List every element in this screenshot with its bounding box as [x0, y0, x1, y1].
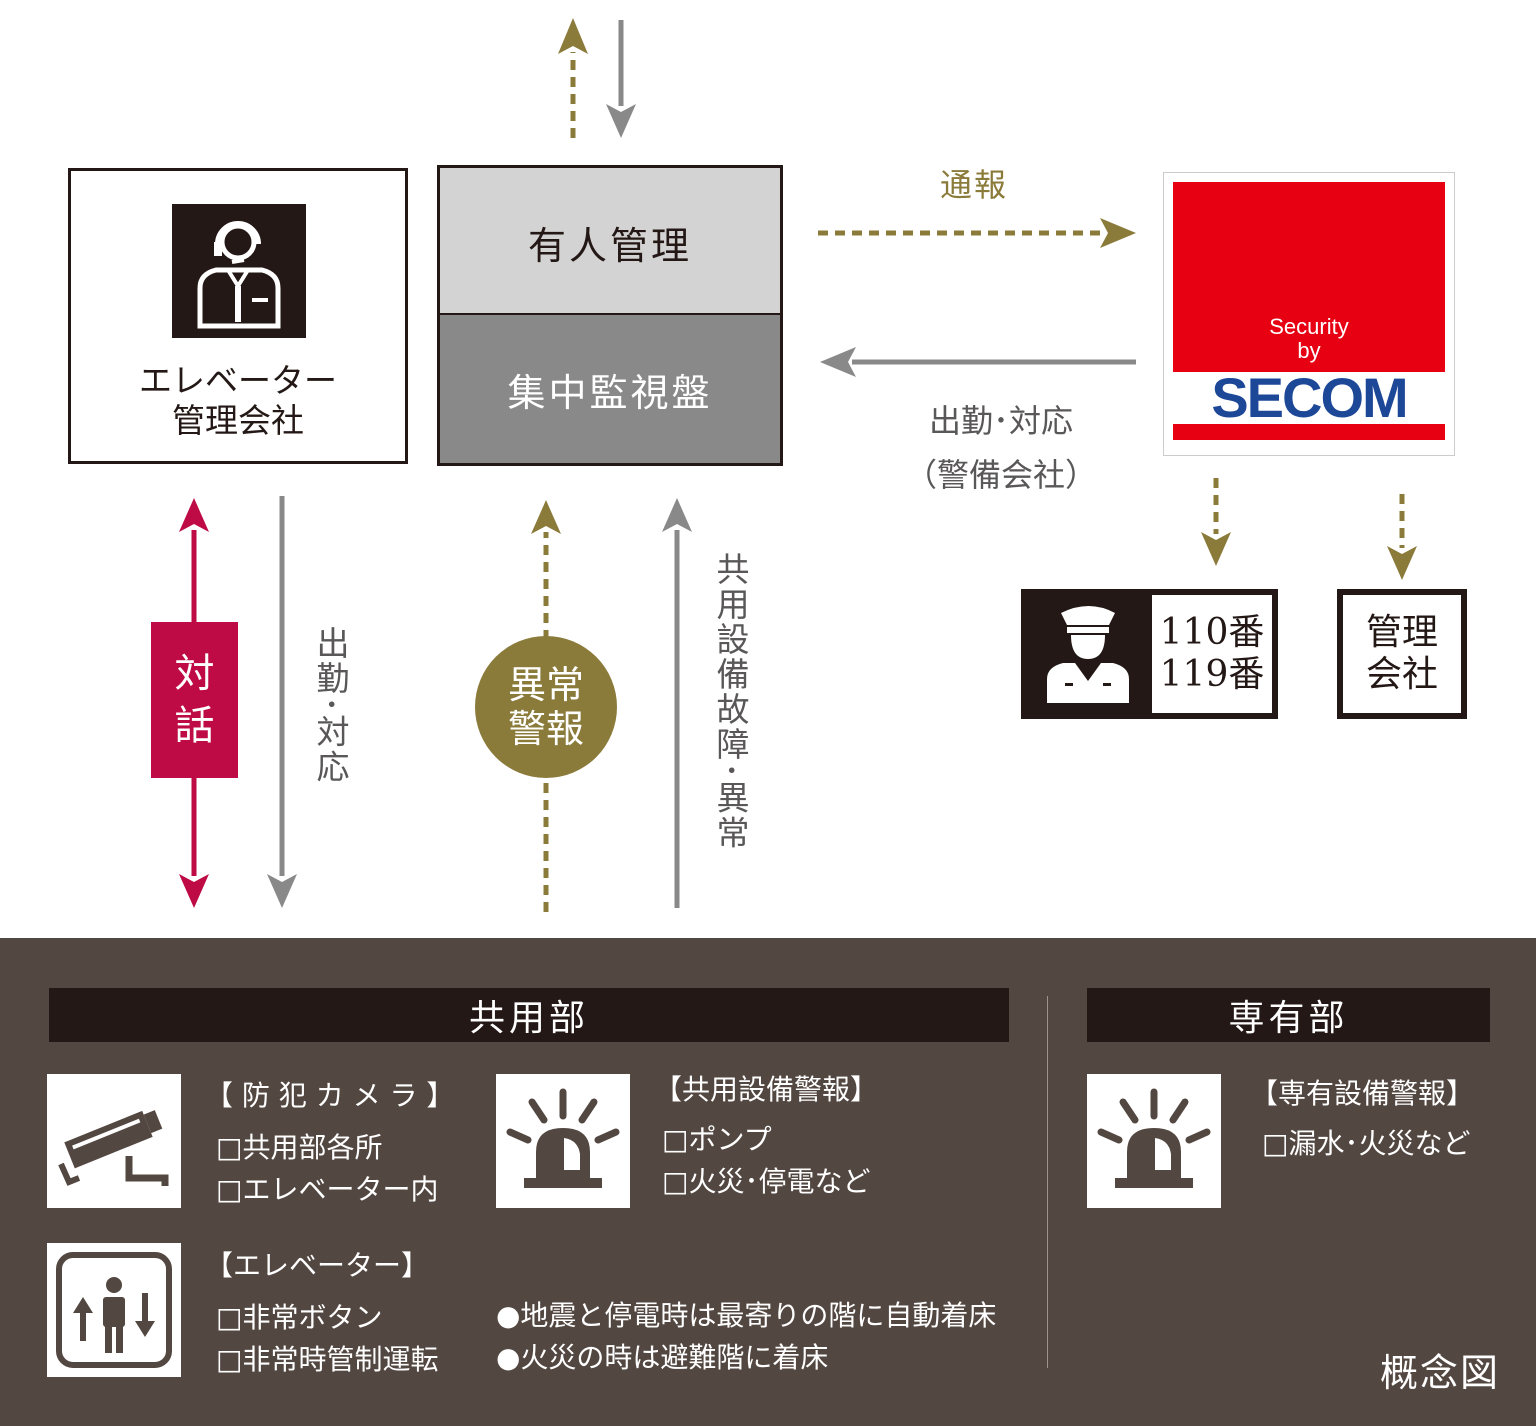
- secom-logo: Security by SECOM: [1163, 172, 1455, 456]
- alarm-light-icon: [1087, 1074, 1221, 1208]
- elevator-item: □非常時管制運転: [216, 1343, 439, 1376]
- private-alarm-heading: 【専有設備警報】: [1250, 1077, 1475, 1110]
- central-monitor-panel-box: 集中監視盤: [437, 313, 783, 466]
- private-area-title: 専有部: [1087, 988, 1490, 1042]
- security-camera-icon: [47, 1074, 181, 1208]
- police-officer-icon: [1029, 597, 1147, 711]
- concept-diagram-label: 概念図: [1379, 1351, 1500, 1395]
- equipment-panel: 共用部 専有部 【 防 犯 カ メ ラ 】 □共用部各所 □エレベーター内: [0, 938, 1536, 1426]
- abnormal-alarm-circle: 異常 警報: [475, 636, 617, 778]
- staffed-management-box: 有人管理: [437, 165, 783, 316]
- panel-divider: [1047, 996, 1048, 1368]
- elevator-note: ●火災の時は避難階に着床: [496, 1341, 829, 1374]
- common-area-title: 共用部: [49, 988, 1009, 1042]
- camera-item: □エレベーター内: [216, 1173, 439, 1206]
- equipment-fault-label: 共用設備故障･異常: [711, 552, 750, 851]
- secom-security-by-text: Security by: [1269, 314, 1349, 363]
- staffed-management-label: 有人管理: [527, 223, 692, 268]
- common-alarm-heading: 【共用設備警報】: [654, 1073, 879, 1106]
- police-fire-label: 110番 119番: [1152, 595, 1272, 713]
- common-alarm-item: □火災･停電など: [662, 1165, 871, 1198]
- elevator-icon: [47, 1243, 181, 1377]
- elevator-note: ●地震と停電時は最寄りの階に自動着床: [496, 1299, 997, 1332]
- common-alarm-item: □ポンプ: [662, 1123, 772, 1156]
- elevator-item: □非常ボタン: [216, 1301, 383, 1334]
- arrows-layer: [179, 18, 1417, 912]
- dispatch-security-label: 出勤･対応 （警備会社）: [905, 402, 1098, 494]
- elevator-company-box: エレベーター 管理会社: [68, 168, 408, 464]
- camera-heading: 【 防 犯 カ メ ラ 】: [205, 1079, 455, 1112]
- secom-white-band: [1173, 372, 1445, 424]
- camera-item: □共用部各所: [216, 1131, 383, 1164]
- secom-red-panel: Security by SECOM: [1173, 182, 1445, 440]
- secom-wordmark: SECOM: [1211, 366, 1408, 429]
- dialog-label-box: 対 話: [151, 622, 238, 778]
- notify-label: 通報: [940, 166, 1009, 204]
- police-fire-box: 110番 119番: [1021, 589, 1278, 719]
- management-company-box: 管理 会社: [1337, 589, 1467, 719]
- elevator-company-label: エレベーター 管理会社: [139, 361, 337, 440]
- operator-headset-icon: [172, 204, 306, 338]
- dispatch-vertical-label: 出勤･対応: [311, 626, 350, 785]
- private-alarm-item: □漏水･火災など: [1262, 1127, 1471, 1160]
- central-monitor-panel-label: 集中監視盤: [507, 370, 713, 415]
- management-company-label: 管理 会社: [1343, 595, 1461, 713]
- alarm-light-icon: [496, 1074, 630, 1208]
- elevator-heading: 【エレベーター】: [205, 1249, 430, 1282]
